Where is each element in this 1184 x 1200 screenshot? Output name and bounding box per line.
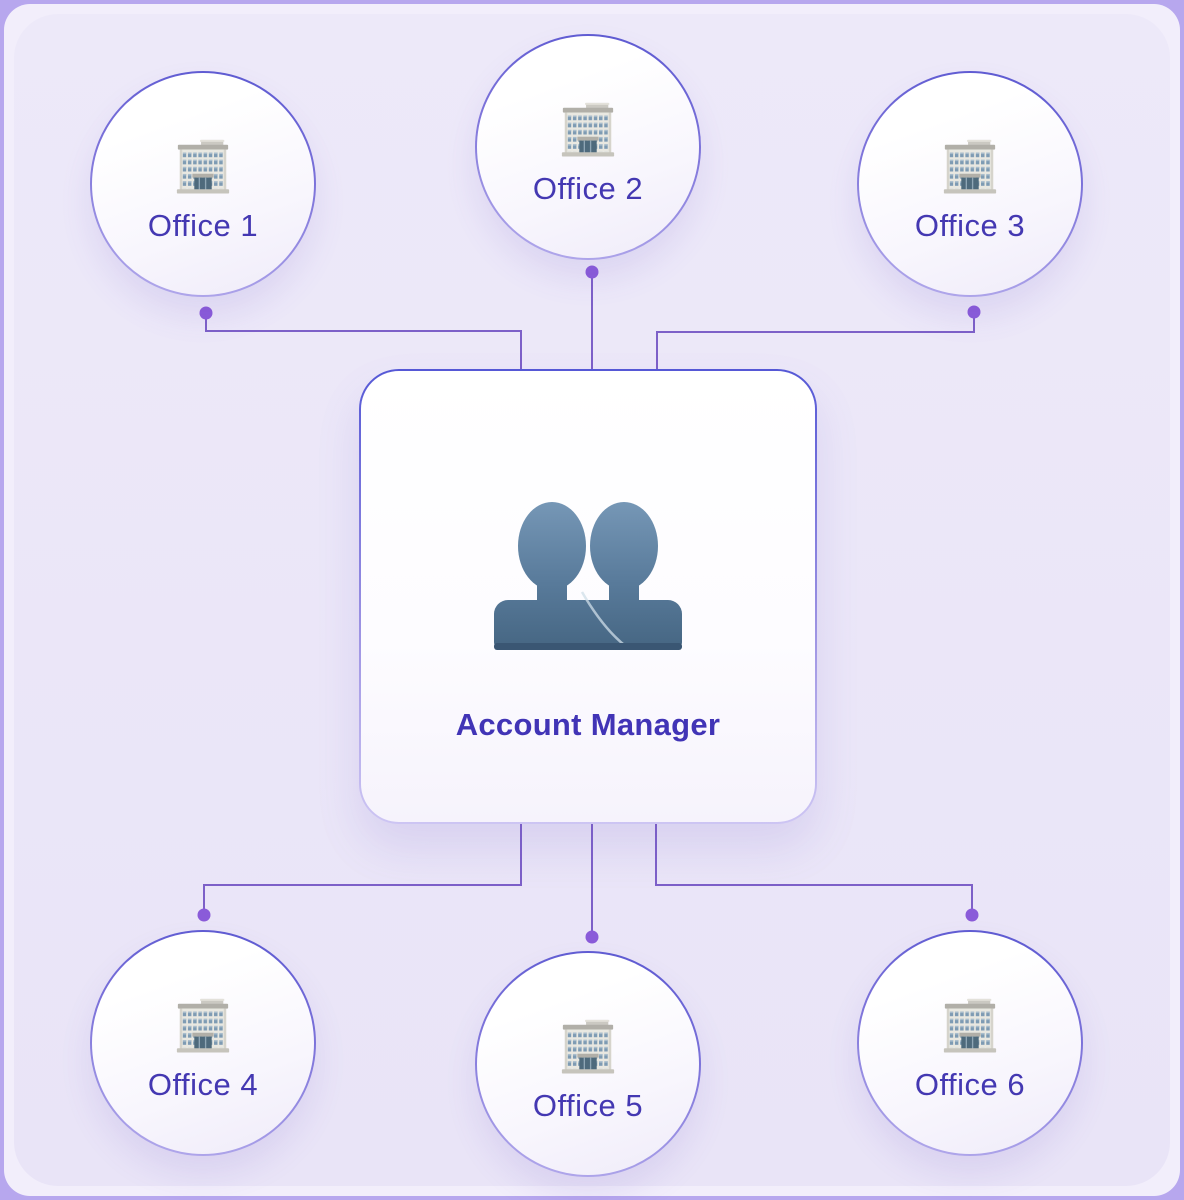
office-node-1-face: Office 1 [92,73,314,295]
connector-dot-office-1 [199,306,213,320]
connector-office-4 [203,823,522,915]
office-building-icon [172,996,234,1054]
office-label: Office 6 [914,1067,1026,1102]
office-building-icon [939,996,1001,1054]
connector-office-1 [205,313,522,370]
connector-office-6 [655,823,973,915]
connector-dot-office-5 [585,930,599,944]
connector-dot-office-3 [967,305,981,319]
busts-in-silhouette-icon [488,495,688,657]
office-node-5: Office 5 [475,951,701,1177]
office-building-icon [939,137,1001,195]
office-building-icon [172,137,234,195]
office-node-4: Office 4 [90,930,316,1156]
office-node-6-face: Office 6 [859,932,1081,1154]
office-node-6: Office 6 [857,930,1083,1156]
office-node-4-face: Office 4 [92,932,314,1154]
office-label: Office 1 [147,208,259,243]
office-node-5-face: Office 5 [477,953,699,1175]
account-manager-title: Account Manager [455,707,721,742]
office-label: Office 5 [532,1088,644,1123]
connector-office-3 [656,312,975,370]
office-building-icon [557,1017,619,1075]
office-node-2-face: Office 2 [477,36,699,258]
office-node-3: Office 3 [857,71,1083,297]
account-manager-card-face: Account Manager [361,371,815,822]
office-label: Office 2 [532,171,644,206]
office-node-3-face: Office 3 [859,73,1081,295]
office-label: Office 3 [914,208,1026,243]
office-node-2: Office 2 [475,34,701,260]
connector-dot-office-6 [965,908,979,922]
connector-dot-office-4 [197,908,211,922]
account-manager-card: Account Manager [359,369,817,824]
office-node-1: Office 1 [90,71,316,297]
office-label: Office 4 [147,1067,259,1102]
office-building-icon [557,100,619,158]
connector-dot-office-2 [585,265,599,279]
